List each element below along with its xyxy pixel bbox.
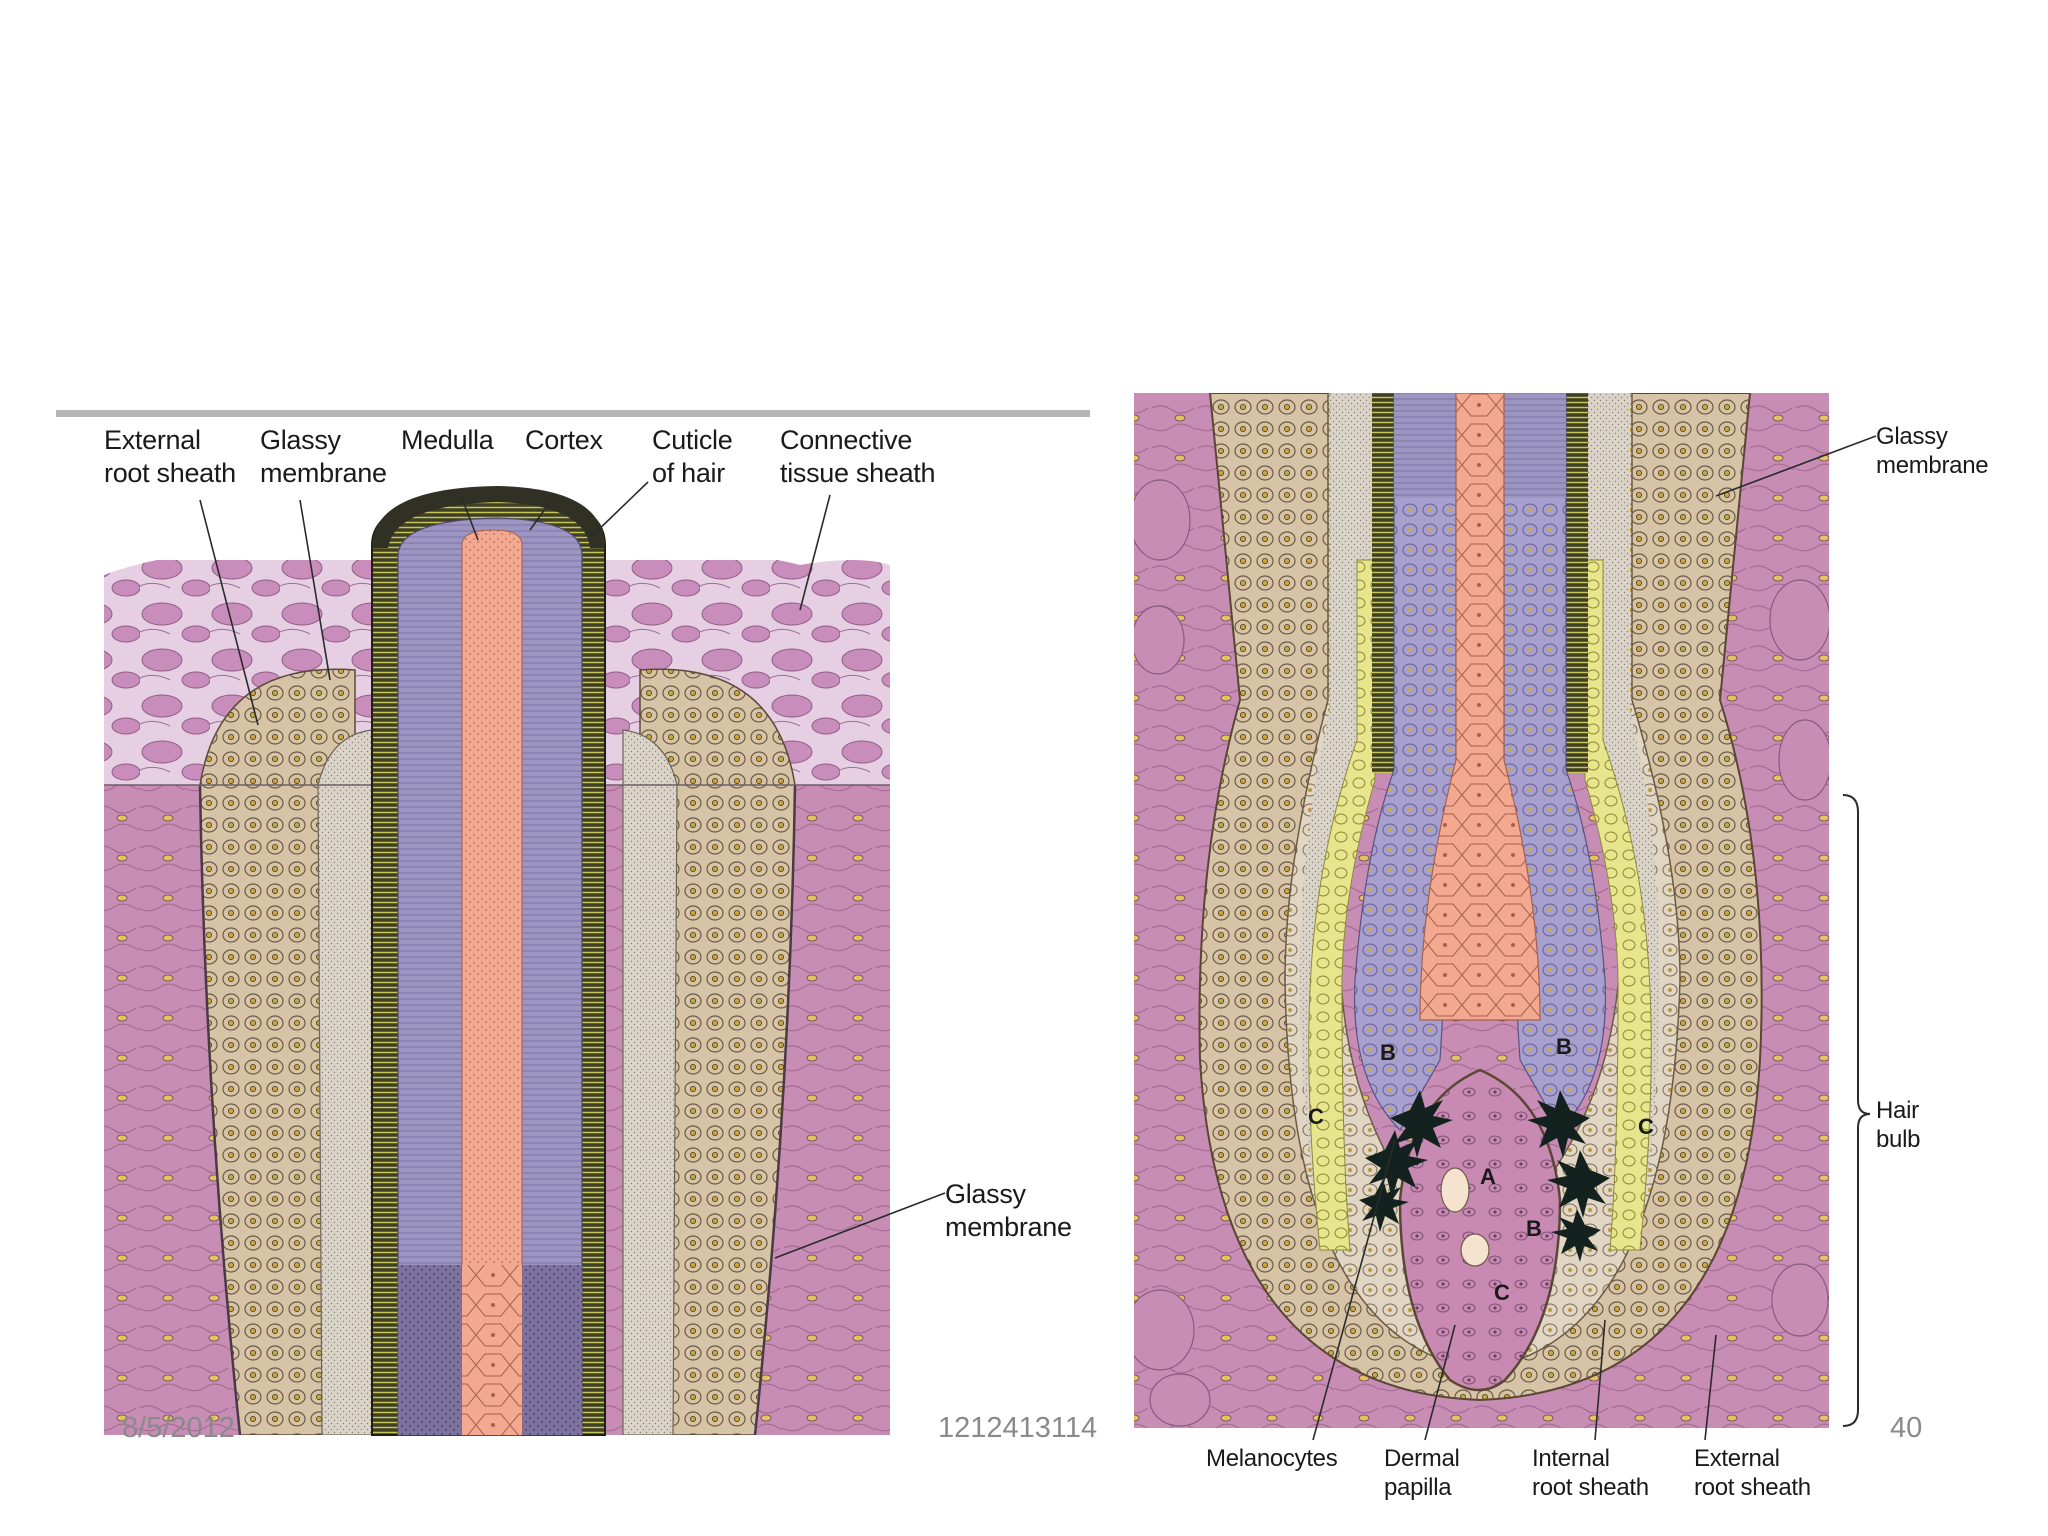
bulb-medulla <box>1419 393 1541 1021</box>
bulb-cuticle-right <box>1566 393 1588 773</box>
marker-a: A <box>1480 1164 1496 1189</box>
label-cortex: Cortex <box>525 425 603 455</box>
medulla-lower-cells <box>462 1265 522 1435</box>
internal-root-sheath-left <box>317 729 373 1435</box>
right-hair-bulb-figure <box>1134 393 1877 1441</box>
hair-bulb-bracket <box>1842 794 1871 1427</box>
melanocytes <box>1359 1090 1610 1262</box>
label-melanocytes: Melanocytes <box>1206 1445 1338 1472</box>
label-dermal-papilla: Dermal papilla <box>1384 1445 1460 1501</box>
fat-cells <box>1134 479 1829 1427</box>
marker-c-left: C <box>1308 1104 1324 1129</box>
marker-c-papilla: C <box>1494 1280 1510 1305</box>
top-rule <box>56 410 1090 417</box>
glassy-membrane-line-right <box>753 784 797 1435</box>
bulb-yellow-layer-right <box>1584 559 1652 1251</box>
glassy-membrane-line-left <box>198 784 242 1435</box>
marker-b-left: B <box>1380 1040 1396 1065</box>
left-leader-lines <box>199 481 946 1259</box>
label-glassy-membrane-top: Glassy membrane <box>260 425 387 488</box>
marker-b-right: B <box>1556 1034 1572 1059</box>
page-number: 40 <box>1890 1412 1923 1444</box>
marker-c-right: C <box>1638 1114 1654 1139</box>
bulb-cortex-top-right <box>1504 393 1566 498</box>
label-medulla: Medulla <box>401 425 494 455</box>
label-bulb-glassy-membrane: Glassy membrane <box>1876 423 1989 479</box>
bulb-yellow-layer-left <box>1308 559 1376 1251</box>
marker-b-papilla: B <box>1526 1216 1542 1241</box>
bulb-cuticle-left <box>1372 393 1394 773</box>
label-glassy-membrane-side: Glassy membrane <box>945 1179 1072 1242</box>
label-hair-bulb: Hair bulb <box>1876 1097 1921 1153</box>
medulla <box>461 529 523 1436</box>
papilla-vessel-1 <box>1440 1167 1470 1213</box>
hair-tip-cap <box>372 486 605 548</box>
footer-id: 1212413114 <box>938 1412 1098 1444</box>
label-external-root-sheath: External root sheath <box>104 425 236 488</box>
label-connective-tissue-sheath: Connective tissue sheath <box>780 425 936 488</box>
bulb-cortex-top-left <box>1394 393 1456 498</box>
papilla-vessel-2 <box>1460 1233 1490 1267</box>
label-bulb-external-root-sheath: External root sheath <box>1694 1445 1811 1501</box>
footer-date: 8/5/2012 <box>122 1412 235 1444</box>
right-leader-lines <box>1312 435 1877 1441</box>
internal-root-sheath-right <box>622 729 678 1435</box>
left-hair-shaft-figure <box>56 410 1090 1436</box>
label-internal-root-sheath: Internal root sheath <box>1532 1445 1649 1501</box>
label-cuticle-of-hair: Cuticle of hair <box>652 425 733 488</box>
